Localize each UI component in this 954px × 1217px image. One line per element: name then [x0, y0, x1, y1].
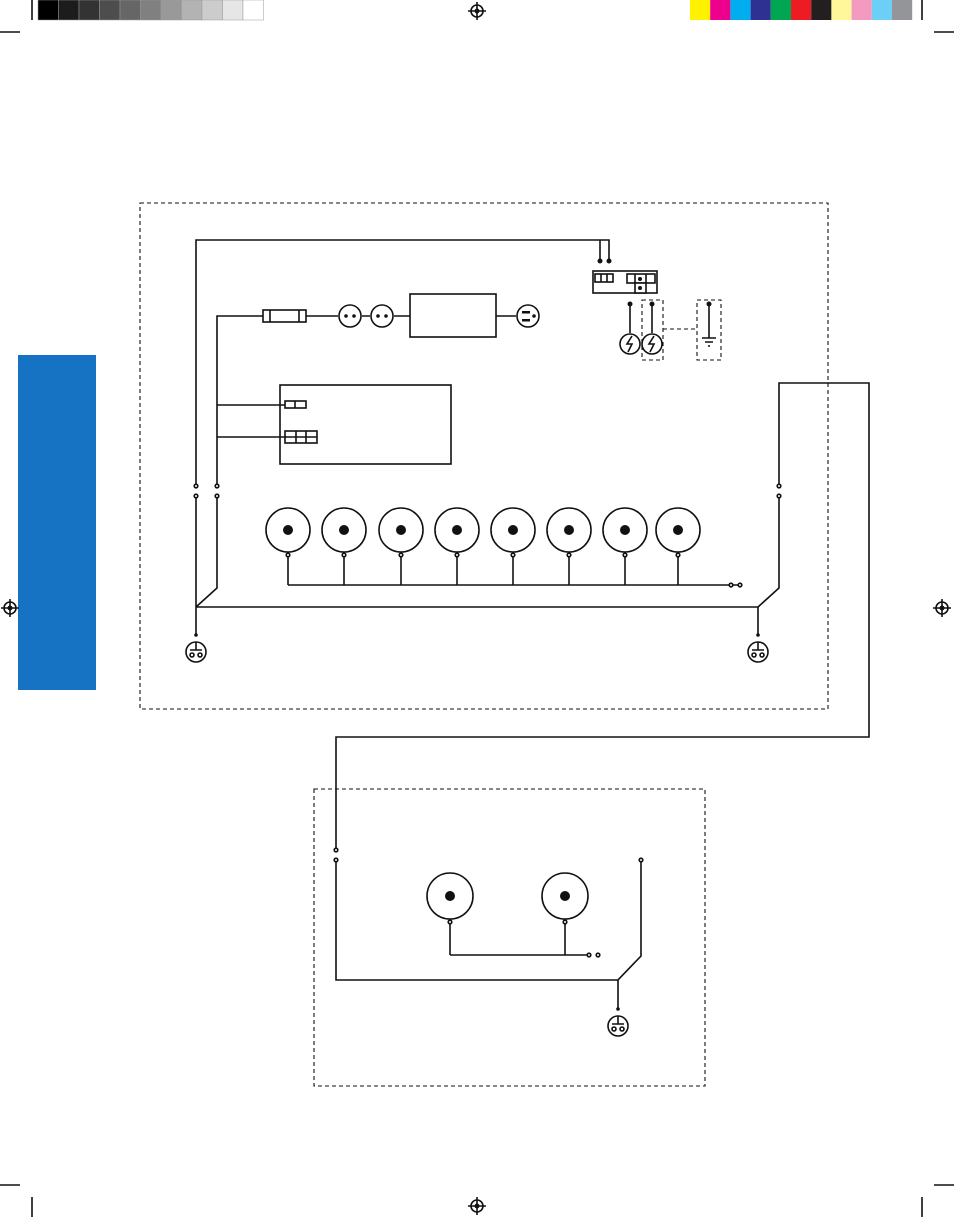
ground-icon — [702, 301, 716, 347]
connector-2pin — [284, 400, 307, 409]
gray-swatch — [99, 0, 121, 21]
plug-connector-icon — [338, 304, 362, 328]
ground-plug-icon — [607, 1007, 629, 1037]
speaker-icon — [655, 507, 701, 585]
color-swatch — [892, 0, 913, 20]
wire-ground-left — [195, 498, 758, 634]
color-calibration-bar — [690, 0, 913, 20]
wire-right-out — [335, 382, 870, 848]
speaker-icon — [265, 507, 311, 585]
side-tab — [18, 355, 96, 690]
upper-enclosure — [139, 202, 829, 710]
speaker-icon — [434, 507, 480, 585]
gray-swatch — [37, 0, 59, 21]
registration-mark-bottom — [468, 1197, 486, 1215]
speaker-icon — [378, 507, 424, 585]
speaker-icon — [490, 507, 536, 585]
ground-plug-icon — [747, 633, 769, 663]
upper-speaker-array — [265, 507, 701, 585]
registration-mark-right — [933, 599, 951, 617]
color-swatch — [750, 0, 771, 20]
fuse-icon — [262, 309, 307, 323]
registration-mark-top — [468, 2, 486, 20]
gray-swatch — [78, 0, 100, 21]
indicator-housing — [641, 299, 664, 361]
color-swatch — [690, 0, 711, 20]
lower-enclosure — [313, 788, 706, 1087]
speaker-icon — [321, 507, 367, 585]
registration-mark-left — [1, 599, 19, 617]
color-swatch — [831, 0, 852, 20]
lower-speaker-array — [426, 872, 589, 955]
speaker-icon — [602, 507, 648, 585]
color-swatch — [811, 0, 832, 20]
gray-swatch — [160, 0, 182, 21]
connector-3pin — [284, 430, 318, 444]
ground-plug-icon — [185, 633, 207, 663]
plug-connector-icon — [370, 304, 394, 328]
power-supply-box — [409, 293, 497, 338]
gray-swatch — [242, 0, 264, 21]
gray-swatch — [201, 0, 223, 21]
speaker-icon — [426, 872, 474, 955]
gray-swatch — [140, 0, 162, 21]
color-swatch — [730, 0, 751, 20]
speaker-icon — [546, 507, 592, 585]
gray-swatch — [119, 0, 141, 21]
power-indicator-icon — [641, 301, 663, 355]
wire-top — [195, 239, 610, 485]
gray-swatch — [58, 0, 80, 21]
color-swatch — [851, 0, 872, 20]
color-swatch — [791, 0, 812, 20]
color-swatch — [871, 0, 892, 20]
color-swatch — [710, 0, 731, 20]
gray-swatch — [181, 0, 203, 21]
wire-splices — [193, 483, 782, 499]
grayscale-calibration-bar — [37, 0, 264, 21]
power-indicator-icon — [619, 301, 641, 355]
wire-ground-right — [288, 498, 780, 634]
ac-outlet-icon — [516, 304, 540, 328]
control-module-box — [279, 384, 452, 465]
wire-fuse — [216, 315, 516, 485]
gray-swatch — [222, 0, 244, 21]
speaker-icon — [541, 872, 589, 955]
color-swatch — [770, 0, 791, 20]
wire-lower — [335, 862, 642, 1008]
terminal-block — [592, 270, 658, 294]
